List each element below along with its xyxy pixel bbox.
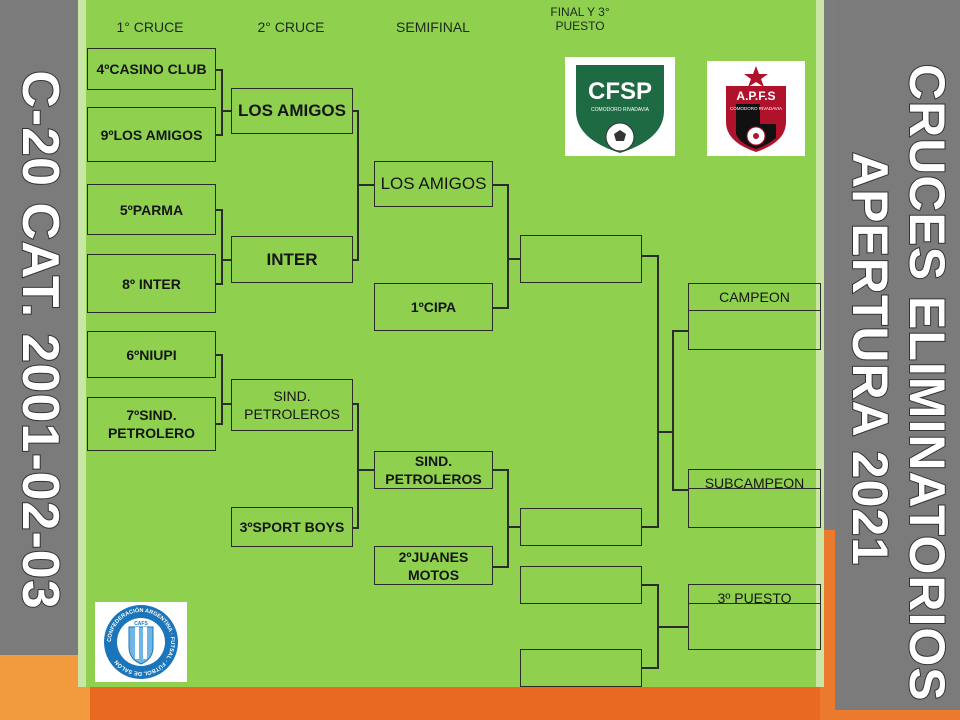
connector xyxy=(507,184,509,309)
round2-match1: LOS AMIGOS xyxy=(231,88,353,134)
cfsp-logo-text: CFSP xyxy=(588,78,652,105)
connector xyxy=(216,209,222,211)
connector xyxy=(357,403,359,529)
final-slot1 xyxy=(520,235,642,283)
connector xyxy=(493,307,508,309)
apfs-logo-text: A.P.F.S xyxy=(736,89,775,103)
connector xyxy=(493,469,508,471)
semifinal-slot2: 1ºCIPA xyxy=(374,283,493,331)
connector xyxy=(642,584,658,586)
caf-logo: CONFEDERACIÓN ARGENTINA · FUTSAL · FÚTBO… xyxy=(95,602,187,682)
champion-box: CAMPEON xyxy=(688,283,821,350)
final-slot2 xyxy=(520,508,642,546)
semifinal-slot4: 2ºJUANES MOTOS xyxy=(374,546,493,585)
bracket-board xyxy=(78,0,824,687)
tournament-title: CRUCES ELIMINATORIOS xyxy=(898,63,956,703)
connector xyxy=(672,489,688,491)
connector xyxy=(216,134,222,136)
round1-match4: 8º INTER xyxy=(87,254,216,313)
connector xyxy=(357,184,374,186)
third-place-slot1 xyxy=(520,566,642,604)
semifinal-slot3: SIND. PETROLEROS xyxy=(374,451,493,489)
connector xyxy=(493,184,508,186)
third-place-slot2 xyxy=(520,649,642,687)
category-title: C-20 CAT. 2001-02-03 xyxy=(10,69,70,610)
round2-match4: 3ºSPORT BOYS xyxy=(231,507,353,547)
connector xyxy=(216,283,222,285)
champion-label: CAMPEON xyxy=(719,289,790,305)
connector xyxy=(221,69,223,136)
round2-match3: SIND. PETROLEROS xyxy=(231,379,353,431)
round1-match6: 7ºSIND. PETROLERO xyxy=(87,397,216,451)
connector xyxy=(353,527,358,529)
connector xyxy=(657,626,688,628)
connector xyxy=(221,110,231,112)
connector xyxy=(353,259,358,261)
connector xyxy=(221,209,223,285)
connector xyxy=(507,526,520,528)
tournament-subtitle: APERTURA 2021 xyxy=(841,151,899,567)
header-round1: 1° CRUCE xyxy=(116,19,184,35)
connector xyxy=(353,110,358,112)
connector xyxy=(507,469,509,568)
runner-up-label: SUBCAMPEON xyxy=(704,475,805,491)
apfs-shield-icon: A.P.F.S COMODORO RIVADAVIA xyxy=(726,65,786,152)
caf-badge-text: CAFS xyxy=(134,621,148,627)
apfs-logo: A.P.F.S COMODORO RIVADAVIA xyxy=(707,61,805,156)
header-semifinal: SEMIFINAL xyxy=(396,19,470,35)
connector xyxy=(672,330,688,332)
connector xyxy=(493,566,508,568)
apfs-logo-sub: COMODORO RIVADAVIA xyxy=(730,106,782,111)
header-round2: 2° CRUCE xyxy=(257,19,325,35)
champion-divider xyxy=(688,310,821,311)
cfsp-shield-icon: CFSP COMODORO RIVADAVIA xyxy=(576,64,664,153)
connector xyxy=(357,469,374,471)
caf-badge-icon: CONFEDERACIÓN ARGENTINA · FUTSAL · FÚTBO… xyxy=(104,605,178,679)
left-side-panel xyxy=(0,0,78,655)
third-place-box: 3º PUESTO xyxy=(688,584,821,650)
connector xyxy=(657,431,673,433)
connector xyxy=(221,259,231,261)
right-side-panel xyxy=(835,0,960,710)
round2-match2: INTER xyxy=(231,236,353,283)
cfsp-logo-sub: COMODORO RIVADAVIA xyxy=(591,107,650,113)
connector xyxy=(672,330,674,490)
semifinal-slot1: LOS AMIGOS xyxy=(374,161,493,207)
connector xyxy=(216,354,222,356)
round1-match5: 6ºNIUPI xyxy=(87,331,216,378)
third-place-divider xyxy=(688,603,821,604)
connector xyxy=(642,667,658,669)
connector xyxy=(216,69,222,71)
header-final: FINAL Y 3° PUESTO xyxy=(550,5,610,33)
cfsp-logo: CFSP COMODORO RIVADAVIA xyxy=(565,57,675,156)
round1-match2: 9ºLOS AMIGOS xyxy=(87,107,216,162)
round1-match3: 5ºPARMA xyxy=(87,184,216,235)
connector xyxy=(221,354,223,425)
connector xyxy=(642,526,658,528)
third-place-label: 3º PUESTO xyxy=(717,590,792,606)
connector xyxy=(642,255,658,257)
runner-up-box: SUBCAMPEON xyxy=(688,469,821,528)
connector xyxy=(353,403,358,405)
connector xyxy=(657,255,659,528)
connector xyxy=(216,423,222,425)
runner-up-divider xyxy=(688,488,821,489)
board-edge-left xyxy=(78,0,86,687)
connector xyxy=(221,403,231,405)
background-orange-left xyxy=(0,655,90,720)
connector xyxy=(507,258,520,260)
round1-match1: 4ºCASINO CLUB xyxy=(87,48,216,90)
